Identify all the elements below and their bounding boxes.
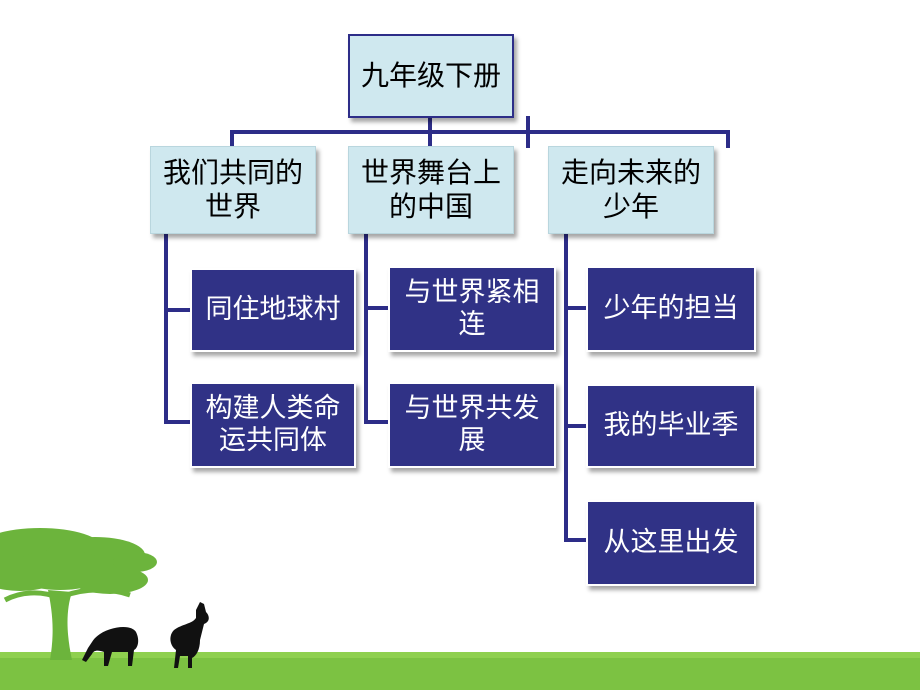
leaf-node: 同住地球村	[190, 268, 356, 352]
tree-icon	[0, 528, 157, 660]
deer-icon	[170, 602, 209, 668]
leaf-label: 从这里出发	[603, 526, 739, 558]
category-node-3: 走向未来的少年	[548, 146, 714, 234]
root-label: 九年级下册	[360, 59, 501, 93]
leaf-node: 少年的担当	[586, 266, 756, 352]
ground-strip	[0, 656, 920, 690]
category-label: 世界舞台上的中国	[360, 156, 501, 223]
root-node: 九年级下册	[348, 34, 514, 118]
leaf-label: 少年的担当	[603, 292, 739, 324]
leaf-label: 我的毕业季	[603, 409, 739, 441]
leaf-label: 与世界紧相连	[404, 276, 540, 340]
category-node-2: 世界舞台上的中国	[348, 146, 514, 234]
leaf-node: 从这里出发	[586, 500, 756, 586]
leaf-label: 与世界共发展	[404, 392, 540, 456]
category-label: 我们共同的世界	[162, 156, 303, 223]
leaf-node: 我的毕业季	[586, 384, 756, 468]
category-label: 走向未来的少年	[560, 156, 701, 223]
leaf-label: 构建人类命运共同体	[205, 392, 341, 456]
leaf-label: 同住地球村	[205, 293, 341, 325]
deer-icon	[82, 627, 139, 666]
category-node-1: 我们共同的世界	[150, 146, 316, 234]
leaf-node: 构建人类命运共同体	[190, 382, 356, 468]
leaf-node: 与世界紧相连	[388, 266, 556, 352]
leaf-node: 与世界共发展	[388, 382, 556, 468]
